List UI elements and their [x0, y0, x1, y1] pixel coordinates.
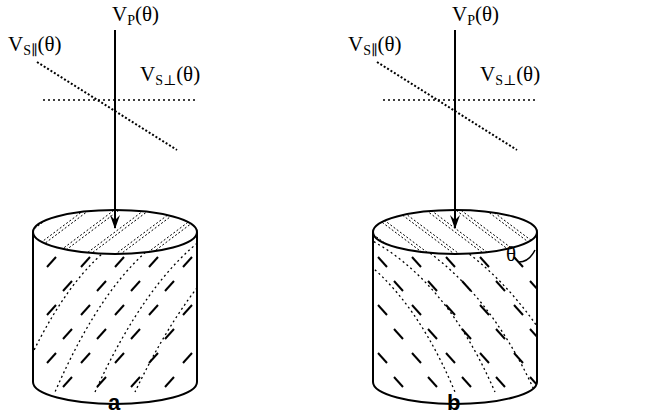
angle-arc: [519, 250, 535, 262]
velocity-label: VP(θ): [452, 4, 499, 28]
s-parallel-polarization: [37, 62, 177, 150]
p-wave-arrow: [454, 30, 456, 228]
s-parallel-polarization: [377, 62, 517, 150]
velocity-label: VP(θ): [112, 4, 159, 28]
p-wave-arrow: [114, 30, 116, 228]
velocity-label: VS∥(θ): [348, 34, 401, 58]
rock-sample-cylinder: [295, 202, 620, 404]
velocity-label: VS∥(θ): [8, 34, 61, 58]
s-perpendicular-polarization: [43, 99, 197, 101]
velocity-label: θ: [506, 244, 516, 265]
rock-sample-cylinder: [0, 202, 280, 404]
velocity-label: VS⊥(θ): [140, 64, 200, 88]
panel-letter: b: [447, 392, 460, 414]
velocity-label: VS⊥(θ): [480, 64, 540, 88]
panel-letter: a: [108, 392, 120, 414]
s-perpendicular-polarization: [383, 99, 537, 101]
